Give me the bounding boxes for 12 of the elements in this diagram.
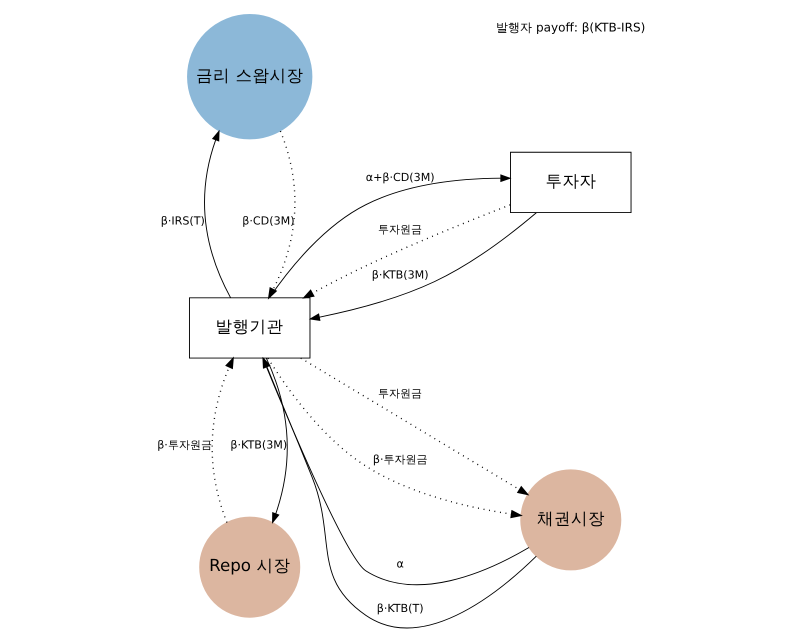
- edge-label: 투자원금: [378, 223, 422, 236]
- edge-label: α+β·CD(3M): [366, 171, 435, 184]
- edge-label: β·KTB(T): [376, 602, 424, 616]
- edge-label: 투자원금: [378, 387, 422, 400]
- edge-label: β·KTB(3M): [372, 268, 429, 282]
- edge-label: β·KTB(3M): [230, 438, 288, 452]
- edge-label: β·CD(3M): [242, 214, 295, 228]
- edge-label: β·IRS(T): [160, 214, 205, 228]
- label: 발행자 payoff: β(KTB-IRS): [496, 20, 646, 35]
- edge-label: α: [396, 558, 404, 571]
- edge-label: β·투자원금: [372, 452, 428, 466]
- edge-label: β·투자원금: [157, 438, 212, 452]
